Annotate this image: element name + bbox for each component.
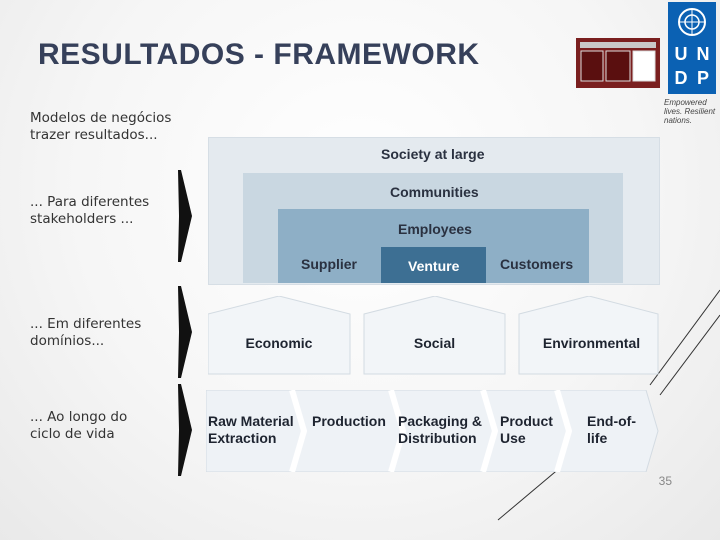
venture-label: Venture bbox=[408, 258, 460, 274]
undp-letter-u: U bbox=[674, 44, 688, 64]
domain-environmental-label: Environmental bbox=[542, 335, 641, 351]
lifecycle-stage-packaging: Packaging & Distribution bbox=[398, 413, 482, 447]
stage-line1: Product bbox=[500, 413, 553, 429]
bracket-arrow-icon bbox=[178, 384, 192, 476]
undp-tagline: Empowered lives. Resilient nations. bbox=[664, 98, 716, 125]
customers-label: Customers bbox=[500, 256, 574, 272]
lifecycle-stage-raw-material: Raw Material Extraction bbox=[208, 413, 294, 447]
stage-line1: End-of- bbox=[587, 413, 636, 429]
bracket-arrow-icon bbox=[178, 170, 192, 262]
undp-letter-p: P bbox=[696, 68, 709, 88]
lifecycle-stage-product-use: Product Use bbox=[500, 413, 553, 447]
lifecycle-band bbox=[206, 390, 659, 472]
communities-label: Communities bbox=[390, 184, 479, 200]
undp-letter-n: N bbox=[696, 44, 710, 64]
side-label-stakeholders: ... Para diferentes stakeholders ... bbox=[30, 194, 150, 227]
stage-line2: Distribution bbox=[398, 430, 477, 446]
stage-line2: Extraction bbox=[208, 430, 277, 446]
stage-line1: Raw Material bbox=[208, 413, 294, 429]
lifecycle-stage-end-of-life: End-of- life bbox=[587, 413, 636, 447]
stage-line1: Packaging & bbox=[398, 413, 483, 429]
stage-line2: Use bbox=[500, 430, 526, 446]
page-number: 35 bbox=[658, 474, 672, 488]
partner-logo bbox=[576, 38, 660, 88]
domain-social-label: Social bbox=[413, 335, 456, 351]
undp-letter-d: D bbox=[674, 68, 688, 88]
venture-box bbox=[381, 247, 486, 283]
domain-shapes bbox=[208, 296, 659, 375]
side-label-business-models: Modelos de negócios trazer resultados... bbox=[30, 110, 172, 143]
undp-logo: U N D P bbox=[668, 2, 716, 94]
stage-line2: life bbox=[587, 430, 608, 446]
slide-title: RESULTADOS - FRAMEWORK bbox=[38, 38, 480, 71]
bracket-arrow-icon bbox=[178, 286, 192, 378]
society-label: Society at large bbox=[381, 146, 485, 162]
domain-economic-label: Economic bbox=[245, 335, 313, 351]
side-label-lifecycle: ... Ao longo do ciclo de vida bbox=[30, 409, 128, 442]
side-label-domains: ... Em diferentes domínios... bbox=[30, 316, 142, 349]
un-emblem-icon bbox=[678, 8, 706, 36]
stage-line1: Production bbox=[312, 413, 386, 429]
supplier-label: Supplier bbox=[301, 256, 358, 272]
employees-label: Employees bbox=[398, 221, 472, 237]
lifecycle-stage-production: Production bbox=[312, 413, 386, 430]
